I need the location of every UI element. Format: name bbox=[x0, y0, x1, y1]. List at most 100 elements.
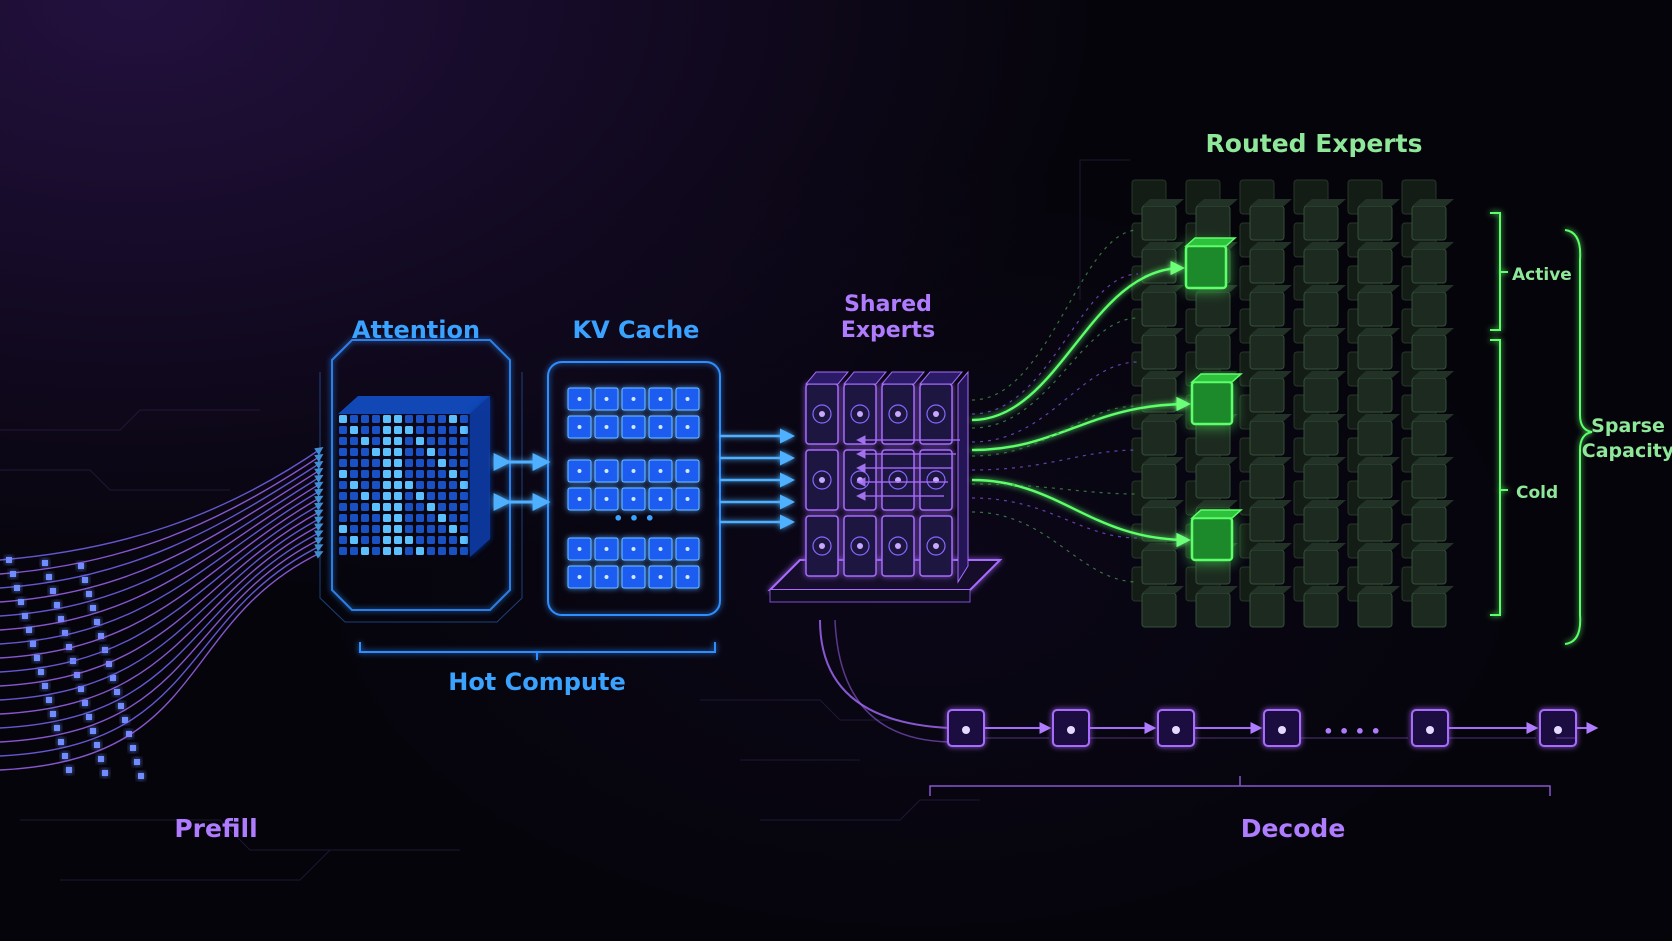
attention-cell bbox=[339, 492, 347, 500]
attention-cell bbox=[372, 547, 380, 555]
attention-cell bbox=[394, 426, 402, 434]
attention-cell bbox=[372, 525, 380, 533]
attention-cell bbox=[416, 514, 424, 522]
attention-cell bbox=[427, 547, 435, 555]
expert-cube-icon bbox=[1249, 506, 1285, 542]
decode-token-row bbox=[947, 709, 1599, 747]
shared-experts-label-1: Shared bbox=[844, 292, 932, 317]
attention-cell bbox=[394, 470, 402, 478]
attention-cell bbox=[438, 503, 446, 511]
attention-cell bbox=[449, 492, 457, 500]
prefill-token-icon bbox=[58, 739, 64, 745]
attention-cell bbox=[394, 481, 402, 489]
expert-cube-icon bbox=[1249, 291, 1285, 327]
attention-cell bbox=[449, 536, 457, 544]
expert-cube-icon bbox=[1195, 420, 1231, 456]
prefill-token-icon bbox=[42, 560, 48, 566]
expert-cube-icon bbox=[1357, 334, 1393, 370]
attention-cell bbox=[438, 426, 446, 434]
attention-cell bbox=[416, 525, 424, 533]
attention-cell bbox=[449, 503, 457, 511]
sparse-capacity-label-2: Capacity bbox=[1582, 440, 1672, 462]
expert-cube-icon bbox=[1357, 420, 1393, 456]
attention-cell bbox=[394, 525, 402, 533]
attention-cell bbox=[427, 470, 435, 478]
attention-cell bbox=[361, 481, 369, 489]
circuit-traces bbox=[0, 159, 1130, 881]
prefill-token-icon bbox=[50, 588, 56, 594]
attention-cell bbox=[339, 459, 347, 467]
attention-cell bbox=[339, 437, 347, 445]
expert-cube-icon bbox=[1357, 506, 1393, 542]
attention-cell bbox=[394, 448, 402, 456]
attention-cell bbox=[394, 547, 402, 555]
sparse-bracket bbox=[1564, 229, 1593, 645]
routing-dotted-line bbox=[971, 405, 1139, 457]
attention-cell bbox=[405, 415, 413, 423]
attention-cell bbox=[460, 448, 468, 456]
prefill-token-icon bbox=[22, 613, 28, 619]
attention-cell bbox=[350, 459, 358, 467]
attention-cell bbox=[460, 547, 468, 555]
expert-cube-icon bbox=[1141, 291, 1177, 327]
attention-cell bbox=[394, 415, 402, 423]
prefill-token-icon bbox=[30, 641, 36, 647]
attention-cell bbox=[438, 481, 446, 489]
prefill-token-icon bbox=[118, 703, 124, 709]
attention-cell bbox=[350, 426, 358, 434]
attention-cell bbox=[405, 514, 413, 522]
attention-cell bbox=[383, 415, 391, 423]
attention-cell bbox=[449, 426, 457, 434]
decode-chain: • • • • bbox=[819, 619, 1599, 796]
routing-dotted-line bbox=[971, 317, 1139, 429]
attention-cell bbox=[460, 481, 468, 489]
attention-cell bbox=[339, 470, 347, 478]
shared-experts-label-2: Experts bbox=[841, 318, 935, 343]
attention-cell bbox=[405, 503, 413, 511]
expert-cube-icon bbox=[1141, 205, 1177, 241]
attention-cell bbox=[438, 437, 446, 445]
prefill-label: Prefill bbox=[174, 814, 257, 843]
attention-cell bbox=[372, 448, 380, 456]
attention-cell bbox=[449, 547, 457, 555]
expert-cube-icon bbox=[1411, 334, 1447, 370]
attention-cell bbox=[405, 448, 413, 456]
attention-cell bbox=[339, 525, 347, 533]
kv-ellipsis: • • • bbox=[613, 509, 655, 528]
attention-cell bbox=[405, 481, 413, 489]
prefill-token-icon bbox=[102, 770, 108, 776]
shared-expert-racks bbox=[804, 370, 969, 584]
attention-cell bbox=[361, 525, 369, 533]
attention-cell bbox=[449, 459, 457, 467]
expert-cube-icon bbox=[1249, 205, 1285, 241]
expert-cube-icon bbox=[1411, 291, 1447, 327]
prefill-token-icon bbox=[98, 756, 104, 762]
attention-cell bbox=[339, 481, 347, 489]
prefill-line bbox=[0, 509, 324, 687]
expert-cube-icon bbox=[1357, 205, 1393, 241]
attention-cell bbox=[383, 492, 391, 500]
attention-cell bbox=[405, 470, 413, 478]
expert-cube-icon bbox=[1141, 463, 1177, 499]
attention-cell bbox=[372, 503, 380, 511]
attention-cell bbox=[339, 426, 347, 434]
attention-cell bbox=[372, 459, 380, 467]
attention-cell bbox=[361, 536, 369, 544]
attention-cell bbox=[383, 514, 391, 522]
attention-cell bbox=[383, 437, 391, 445]
prefill-token-icon bbox=[90, 605, 96, 611]
attention-cell bbox=[339, 448, 347, 456]
prefill-token-icon bbox=[94, 619, 100, 625]
prefill-line bbox=[0, 467, 324, 603]
routing-dotted-line bbox=[971, 361, 1139, 443]
routing-curves bbox=[856, 229, 1191, 583]
attention-cell bbox=[460, 514, 468, 522]
prefill-token-icon bbox=[86, 591, 92, 597]
attention-cell bbox=[361, 547, 369, 555]
expert-cube-icon bbox=[1357, 549, 1393, 585]
attention-cell bbox=[372, 470, 380, 478]
attention-label: Attention bbox=[352, 316, 480, 344]
expert-cube-icon bbox=[1303, 506, 1339, 542]
attention-cell bbox=[339, 547, 347, 555]
attention-cell bbox=[460, 459, 468, 467]
